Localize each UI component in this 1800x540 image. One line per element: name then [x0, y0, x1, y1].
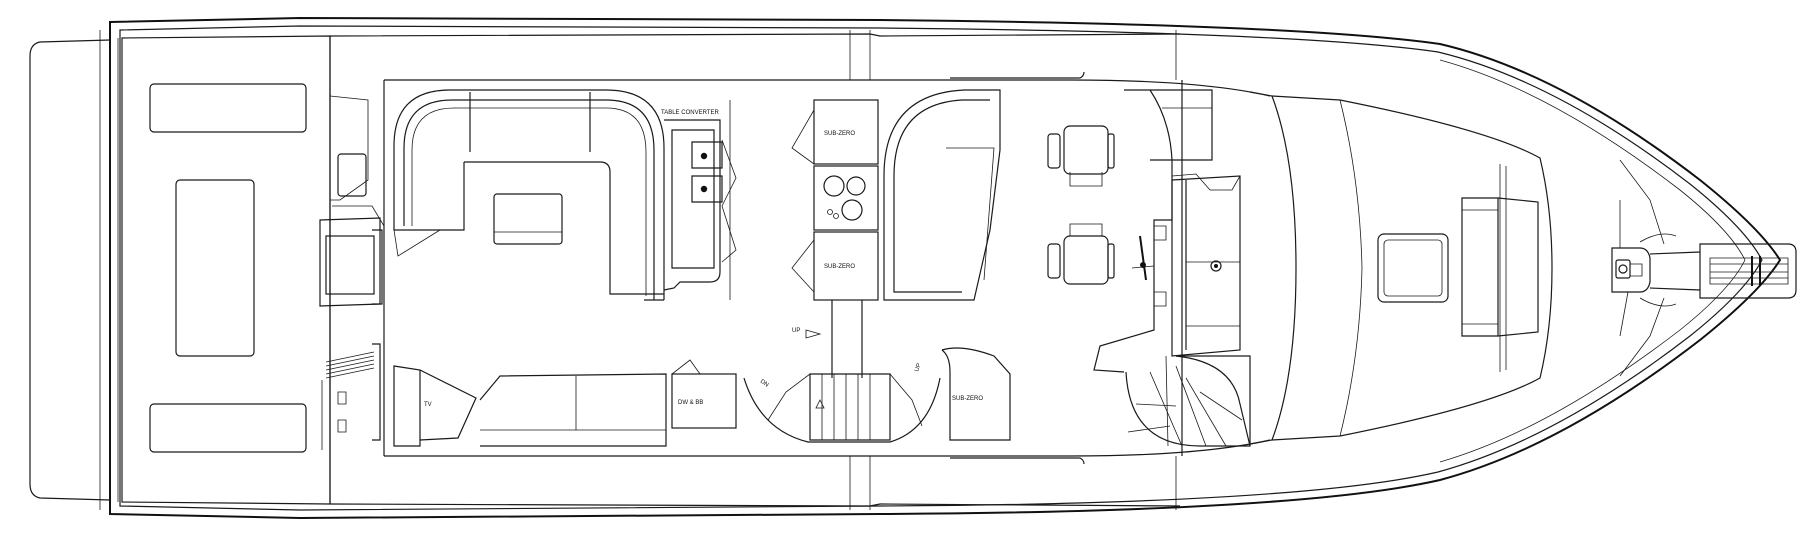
- subzero-middle-label: SUB-ZERO: [824, 264, 855, 270]
- sunpad: [1461, 197, 1499, 337]
- galley-counter: TABLE CONVERTER: [661, 100, 737, 300]
- hull-outline: [29, 16, 1782, 520]
- forward-hatch: [1377, 233, 1449, 303]
- salon-aft-furniture: TV DW & BB: [393, 359, 737, 447]
- companionway-stairs: UP DN UP: [743, 328, 941, 443]
- subzero-top-label: SUB-ZERO: [824, 131, 855, 137]
- cooktop: [813, 165, 879, 231]
- forward-settee: [883, 89, 1001, 301]
- helm-seat-lower: [1047, 223, 1115, 285]
- subzero-bottom-label: SUB-ZERO: [952, 396, 983, 402]
- aft-hatch-bottom: [149, 403, 307, 453]
- aft-cockpit: [121, 35, 331, 505]
- helm-area: [1047, 80, 1251, 456]
- windlass: [1611, 247, 1651, 293]
- up-stair-label: UP: [914, 363, 922, 373]
- aft-hatch-middle: [175, 179, 255, 357]
- side-decks: [329, 30, 1271, 510]
- salon-settee: [393, 89, 665, 301]
- table-converter-label: TABLE CONVERTER: [661, 110, 719, 116]
- aft-door-area: [319, 36, 385, 504]
- down-label: DN: [759, 379, 770, 389]
- helm-seat-upper: [1047, 125, 1115, 187]
- helm-stairs: [1125, 355, 1251, 447]
- foredeck: [1249, 91, 1797, 445]
- galley-appliances: SUB-ZERO SUB-ZERO: [791, 99, 879, 378]
- salon-fridge: SUB-ZERO: [941, 347, 1011, 441]
- salon: TABLE CONVERTER SUB-ZERO SUB-ZERO TV: [383, 80, 1011, 456]
- helm-wheel: [1131, 235, 1155, 281]
- aft-steps: [325, 351, 375, 379]
- aft-sink: [337, 153, 367, 197]
- dw-label: DW & BB: [678, 400, 703, 406]
- aft-hatch-top: [149, 83, 307, 133]
- tv-label: TV: [424, 402, 432, 408]
- salon-ottoman: [493, 193, 563, 245]
- up-label: UP: [792, 328, 800, 334]
- bow-pulpit: [1649, 243, 1797, 299]
- dinette-table-pedestal: [1210, 260, 1222, 272]
